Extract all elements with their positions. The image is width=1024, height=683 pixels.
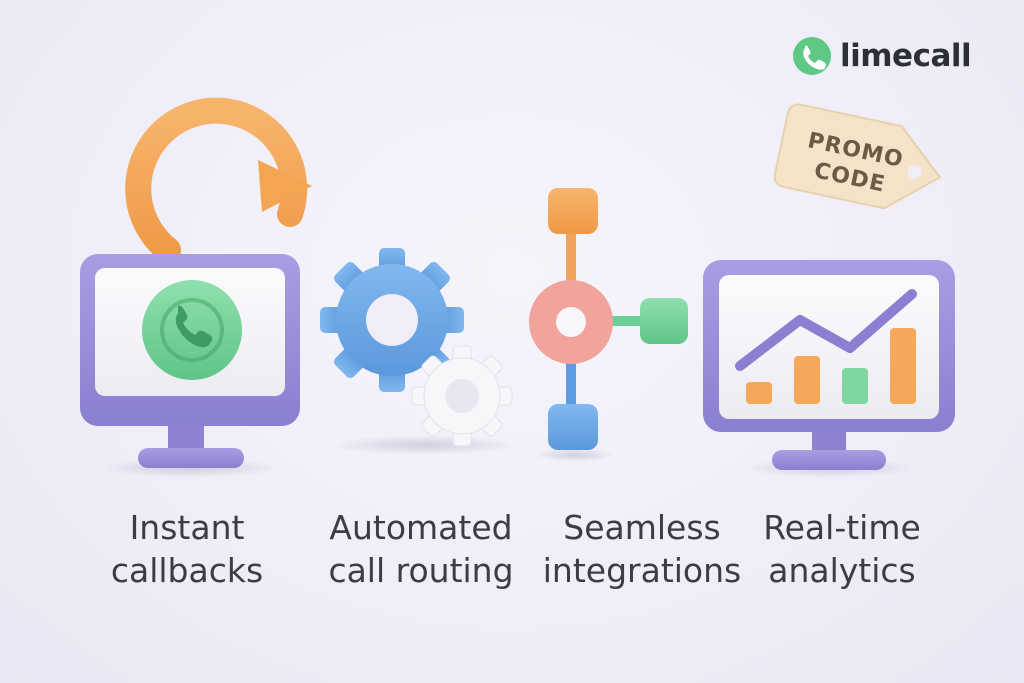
bar-chart-icon xyxy=(746,328,916,404)
refresh-arrow-icon xyxy=(125,97,312,263)
feature-caption-seamless-integrations: Seamless integrations xyxy=(532,506,752,592)
phone-icon xyxy=(142,280,242,380)
feature-caption-line1: Automated xyxy=(329,508,513,547)
integration-hub-icon xyxy=(529,188,688,462)
feature-caption-line2: call routing xyxy=(328,551,514,590)
brand-logo: limecall xyxy=(792,36,972,76)
feature-caption-automated-routing: Automated call routing xyxy=(312,506,530,592)
feature-caption-realtime-analytics: Real-time analytics xyxy=(742,506,942,592)
feature-caption-line2: callbacks xyxy=(110,551,264,590)
feature-caption-line1: Instant xyxy=(129,508,245,547)
gears-icon xyxy=(320,248,520,455)
analytics-monitor-icon xyxy=(703,260,955,478)
feature-caption-line2: analytics xyxy=(768,551,916,590)
callback-monitor-icon xyxy=(80,97,312,478)
brand-name: limecall xyxy=(840,38,972,74)
promo-code-tag: PROMO CODE xyxy=(773,103,942,210)
feature-caption-line2: integrations xyxy=(542,551,742,590)
phone-logo-icon xyxy=(793,37,831,75)
feature-caption-line1: Real-time xyxy=(763,508,921,547)
feature-caption-line1: Seamless xyxy=(563,508,721,547)
feature-caption-instant-callbacks: Instant callbacks xyxy=(82,506,292,592)
